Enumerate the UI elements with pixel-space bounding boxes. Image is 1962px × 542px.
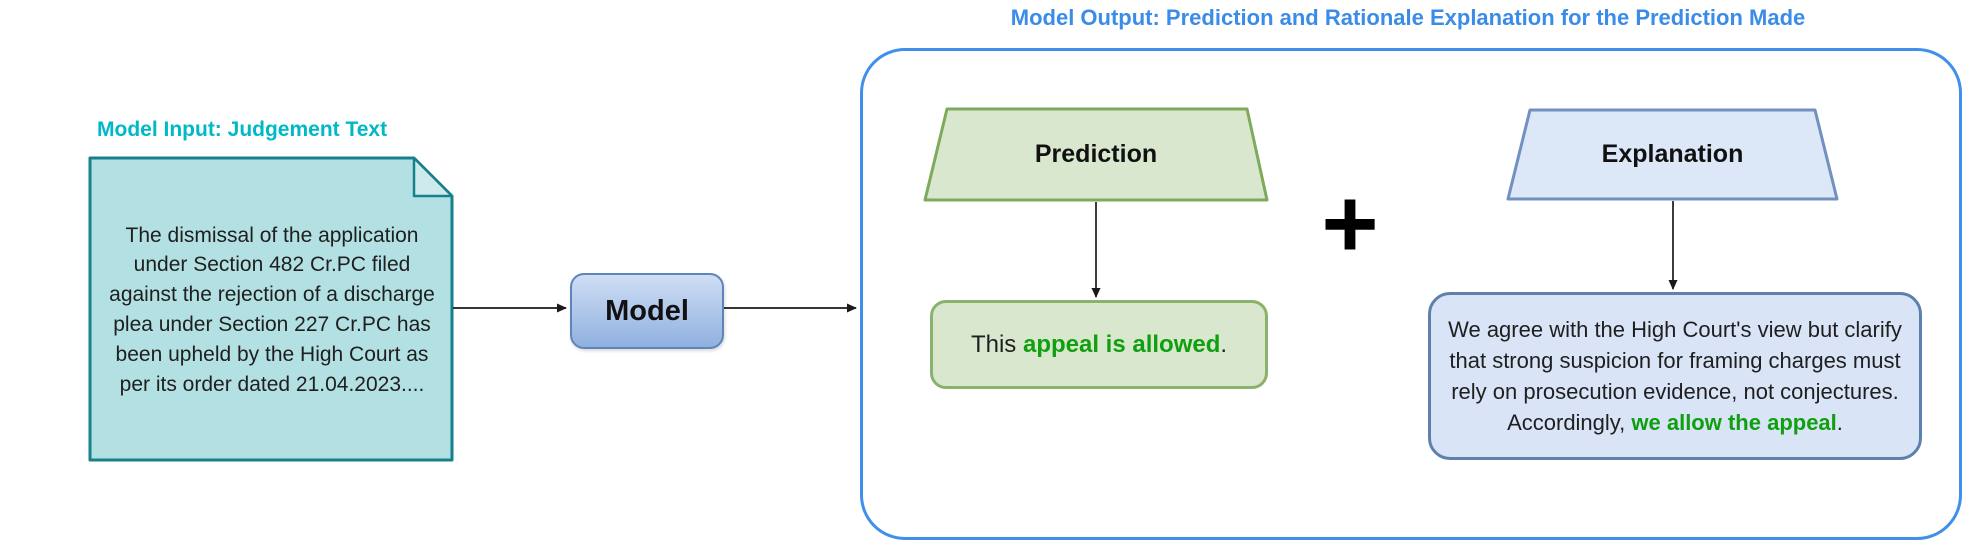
prediction-result-suffix: . <box>1220 330 1228 358</box>
prediction-result-prefix: This <box>970 330 1023 358</box>
explanation-result-prefix: We agree with the High Court's view but … <box>1448 316 1902 436</box>
prediction-result-box: This appeal is allowed. <box>930 300 1268 389</box>
plus-icon: + <box>1321 167 1379 278</box>
prediction-result-text: This appeal is allowed. <box>971 331 1227 359</box>
output-heading: Model Output: Prediction and Rationale E… <box>1010 5 1806 30</box>
explanation-result-suffix: . <box>1836 410 1843 436</box>
model-node: Model <box>570 273 724 349</box>
input-heading: Model Input: Judgement Text <box>97 118 388 141</box>
explanation-trapezoid-label: Explanation <box>1601 140 1744 168</box>
model-node-label: Model <box>605 294 689 327</box>
document-text: The dismissal of the application under S… <box>99 162 445 458</box>
prediction-trapezoid-label: Prediction <box>1034 140 1158 168</box>
explanation-result-highlight: we allow the appeal <box>1631 410 1837 436</box>
document-text-content: The dismissal of the application under S… <box>109 223 435 396</box>
explanation-result-box: We agree with the High Court's view but … <box>1428 292 1922 460</box>
prediction-result-highlight: appeal is allowed <box>1022 330 1221 358</box>
explanation-result-text: We agree with the High Court's view but … <box>1437 314 1913 439</box>
